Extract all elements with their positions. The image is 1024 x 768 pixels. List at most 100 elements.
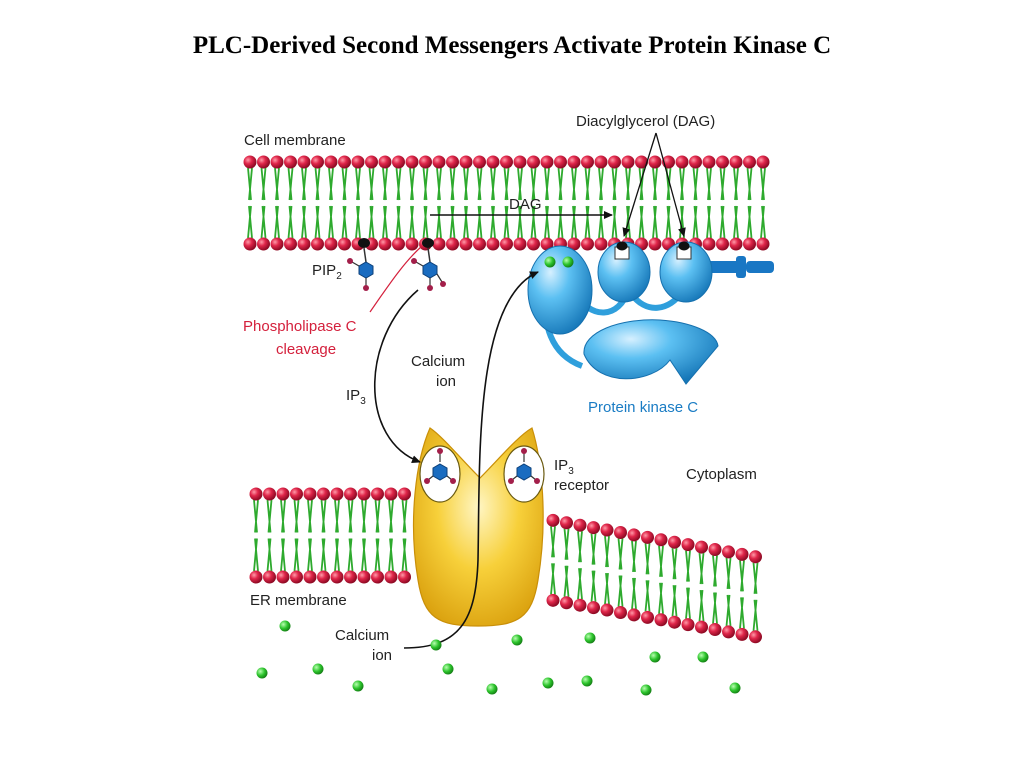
lipid-head bbox=[317, 487, 330, 501]
calcium-ion bbox=[352, 680, 364, 692]
lipid-head bbox=[432, 237, 446, 251]
lipid-head bbox=[722, 545, 735, 559]
calcium-ion bbox=[256, 667, 268, 679]
lipid-head bbox=[675, 155, 689, 169]
lipid-head bbox=[627, 608, 641, 622]
er-membrane-label: ER membrane bbox=[250, 592, 347, 609]
lipid-head bbox=[567, 155, 581, 169]
lipid-head bbox=[384, 487, 398, 501]
lipid-head bbox=[702, 237, 716, 251]
lipid-head bbox=[357, 570, 371, 584]
lipid-head bbox=[249, 487, 263, 501]
calcium-ion bbox=[562, 256, 574, 268]
lipid-head bbox=[648, 155, 662, 169]
lipid-head bbox=[257, 237, 270, 251]
lipid-head bbox=[546, 593, 560, 607]
lipid-head bbox=[459, 155, 473, 169]
lipid-head bbox=[500, 155, 513, 169]
ip3-arrow bbox=[373, 289, 421, 463]
ip3-receptor-label: IP3 bbox=[554, 457, 574, 477]
dag-molecule bbox=[358, 238, 434, 248]
lipid-head bbox=[398, 570, 411, 584]
dag-label-arrow-right bbox=[655, 132, 686, 237]
lipid-head bbox=[527, 237, 540, 251]
lipid-head bbox=[290, 487, 303, 501]
lipid-head bbox=[392, 237, 405, 251]
lipid-head bbox=[581, 155, 594, 169]
lipid-head bbox=[695, 540, 708, 554]
lipid-head bbox=[324, 237, 338, 251]
lipid-head bbox=[654, 533, 668, 547]
lipid-head bbox=[756, 237, 770, 251]
lipid-head bbox=[743, 237, 756, 251]
lipid-head bbox=[681, 538, 695, 552]
calcium-ion bbox=[511, 634, 523, 646]
lipid-head bbox=[378, 237, 392, 251]
lipid-head bbox=[594, 155, 608, 169]
lipid-head bbox=[384, 570, 398, 584]
lipid-head bbox=[486, 155, 500, 169]
calcium-ion bbox=[649, 651, 661, 663]
calcium-ion bbox=[279, 620, 291, 632]
calcium-arrow bbox=[403, 271, 539, 649]
lipid-head bbox=[729, 237, 743, 251]
lipid-head bbox=[668, 615, 681, 629]
lipid-head bbox=[317, 570, 330, 584]
phospholipase-c-label: Phospholipase C bbox=[243, 318, 357, 335]
cytoplasm-label: Cytoplasm bbox=[686, 466, 757, 483]
receptor-label: receptor bbox=[554, 477, 609, 494]
calcium-ion bbox=[430, 639, 442, 651]
lipid-head bbox=[527, 155, 540, 169]
pip2-headgroup bbox=[347, 247, 374, 291]
lipid-head bbox=[500, 237, 513, 251]
lipid-head bbox=[749, 550, 762, 564]
lipid-head bbox=[311, 237, 324, 251]
plc-cleavage-line bbox=[369, 245, 423, 313]
lipid-head bbox=[594, 237, 608, 251]
calcium-ion bbox=[729, 682, 741, 694]
lipid-head bbox=[695, 620, 708, 634]
lipid-head bbox=[560, 596, 573, 610]
lipid-head bbox=[276, 487, 290, 501]
lipid-head bbox=[722, 625, 735, 639]
lipid-head bbox=[608, 155, 621, 169]
calcium-ion bbox=[442, 663, 454, 675]
lipid-head bbox=[324, 155, 338, 169]
lipid-head bbox=[284, 237, 297, 251]
lipid-head bbox=[257, 155, 270, 169]
lipid-head bbox=[446, 237, 459, 251]
lipid-head bbox=[689, 155, 702, 169]
calcium-ion bbox=[544, 256, 556, 268]
lipid-head bbox=[749, 630, 762, 644]
er-membrane bbox=[249, 487, 762, 644]
dag-arrow-label: DAG bbox=[509, 196, 542, 213]
lipid-head bbox=[735, 547, 749, 561]
cell-membrane-label: Cell membrane bbox=[244, 132, 346, 149]
lipid-head bbox=[641, 610, 654, 624]
ion-lower-label: ion bbox=[372, 647, 392, 664]
lipid-head bbox=[743, 155, 756, 169]
lipid-head bbox=[276, 570, 290, 584]
lipid-head bbox=[392, 155, 405, 169]
lipid-head bbox=[486, 237, 500, 251]
lipid-head bbox=[581, 237, 594, 251]
lipid-head bbox=[702, 155, 716, 169]
lipid-head bbox=[432, 155, 446, 169]
lipid-head bbox=[654, 613, 668, 627]
lipid-head bbox=[357, 487, 371, 501]
lipid-head bbox=[330, 570, 344, 584]
lipid-head bbox=[573, 518, 587, 532]
cell-membrane bbox=[243, 155, 770, 251]
lipid-head bbox=[243, 155, 257, 169]
lipid-head bbox=[573, 598, 587, 612]
lipid-head bbox=[540, 155, 554, 169]
lipid-head bbox=[311, 155, 324, 169]
diacylglycerol-label: Diacylglycerol (DAG) bbox=[576, 113, 715, 130]
ip3-bound-right bbox=[508, 448, 540, 484]
lipid-head bbox=[371, 570, 384, 584]
ip3-label: IP3 bbox=[346, 387, 366, 407]
lipid-head bbox=[303, 570, 317, 584]
lipid-head bbox=[600, 603, 614, 617]
lipid-head bbox=[263, 570, 276, 584]
